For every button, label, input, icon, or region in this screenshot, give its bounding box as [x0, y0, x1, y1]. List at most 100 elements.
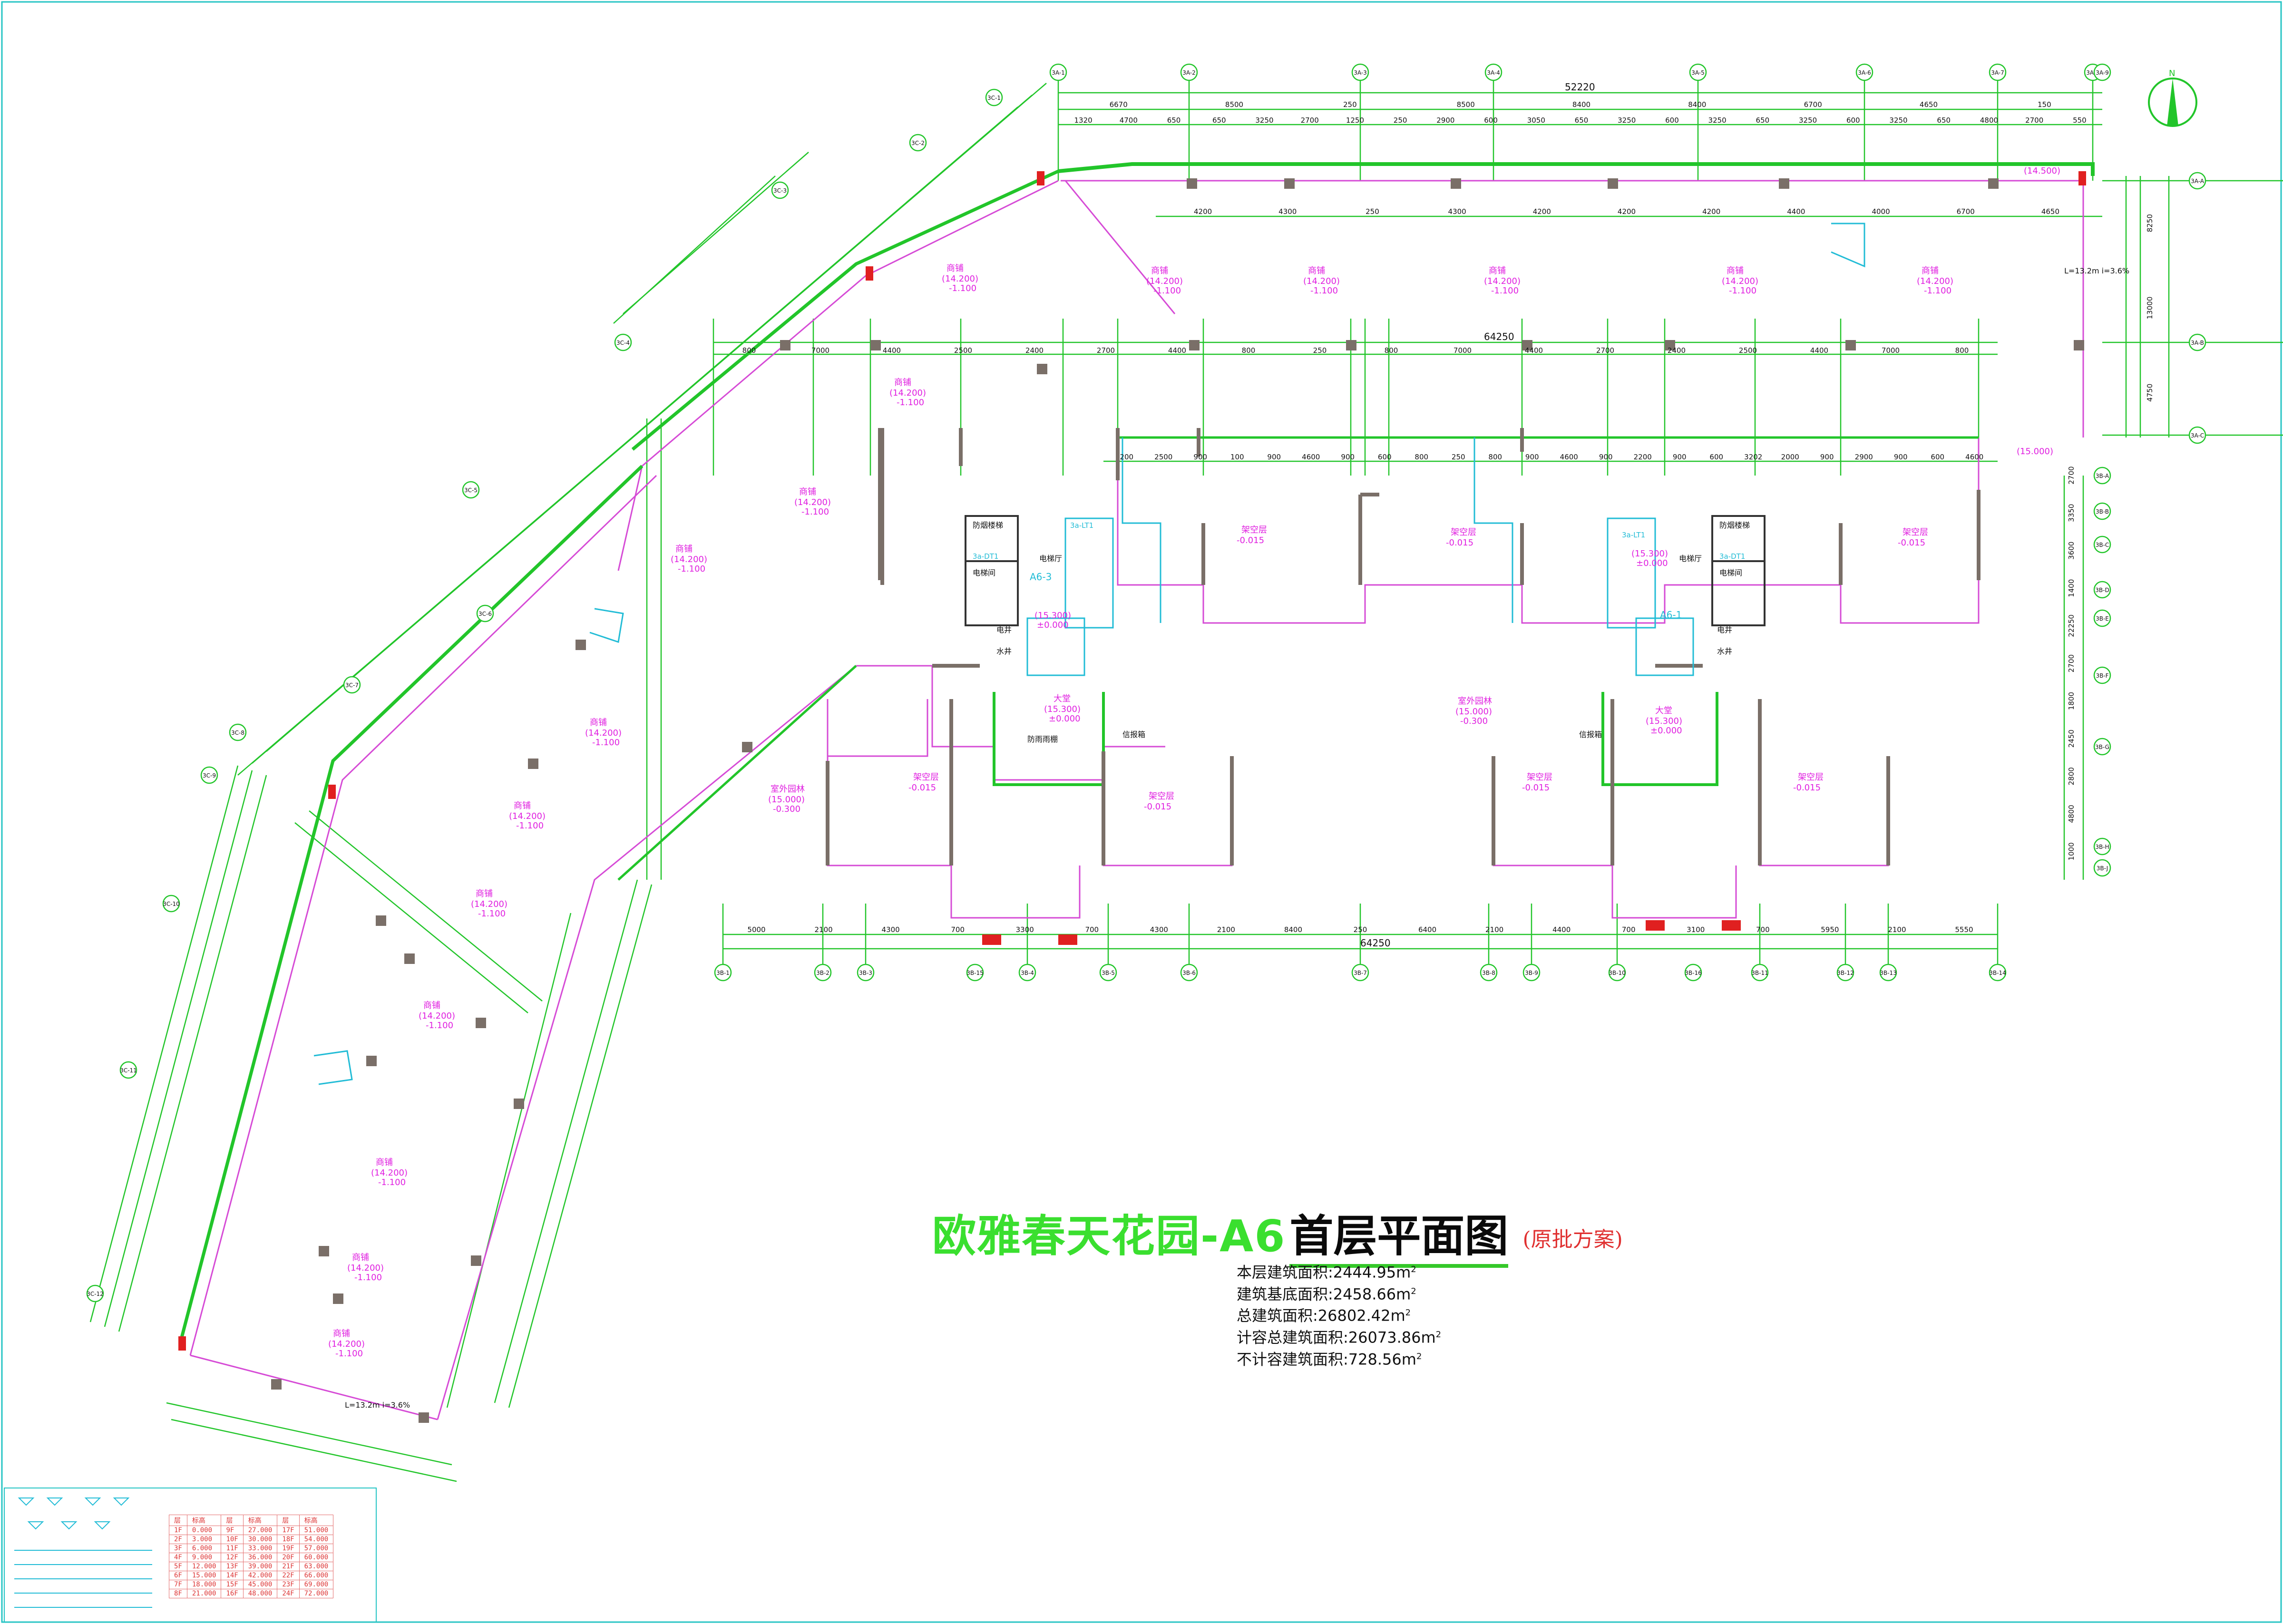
shop-elev: (14.200)	[794, 497, 831, 507]
dim-top-row2: 650	[1575, 116, 1589, 125]
table-cell: 14F	[221, 1571, 244, 1580]
shop-label: 商铺	[799, 487, 816, 497]
table-cell: 21F	[277, 1562, 300, 1571]
void-hall-elev: -0.015	[1793, 783, 1821, 793]
dim-unit-row: 800	[1415, 453, 1428, 461]
axis-bubble-label: 3C-5	[464, 487, 478, 494]
table-cell: 66.000	[299, 1571, 334, 1580]
void-hall-elev: -0.015	[1446, 538, 1473, 548]
axis-bubble-label: 3C-7	[345, 682, 359, 689]
dim-right-lower: 1000	[2067, 842, 2076, 860]
north-arrow-icon: N	[2148, 68, 2197, 127]
dim-right-side: 8250	[2146, 214, 2154, 232]
dim-top-row2: 2700	[2025, 116, 2043, 125]
shop-elev: (14.200)	[671, 554, 707, 564]
dim-unit-row: 900	[1599, 453, 1613, 461]
void-hall-label: 架空层	[1902, 527, 1928, 537]
drawing-title: 欧雅春天花园-A6首层平面图(原批方案)	[932, 1201, 1623, 1268]
dim-top-row2: 650	[1937, 116, 1951, 125]
dim-bottom-row: 4400	[1552, 925, 1571, 934]
table-cell: 69.000	[299, 1580, 334, 1589]
table-cell: 4F	[169, 1553, 187, 1562]
dim-unit-row: 600	[1378, 453, 1392, 461]
table-header-cell: 层	[169, 1515, 187, 1526]
table-cell: 13F	[221, 1562, 244, 1571]
shop-elev: (14.200)	[1146, 276, 1183, 286]
table-cell: 2F	[169, 1535, 187, 1544]
axis-bubble: 3B-14	[1989, 963, 2007, 982]
lobby-rel: ±0.000	[1650, 726, 1682, 736]
axis-bubble: 3B-4	[1018, 963, 1036, 982]
void-hall-label: 架空层	[913, 772, 939, 782]
axis-bubble-label: 3C-3	[773, 187, 787, 194]
table-cell: 27.000	[243, 1526, 278, 1535]
axis-bubble-label: 3C-2	[911, 140, 925, 146]
shop-elev: (14.200)	[889, 388, 926, 398]
dim-bottom-row: 2100	[1217, 925, 1235, 934]
shop-label: 商铺	[946, 263, 964, 273]
dim-right-lower: 2450	[2067, 729, 2076, 748]
dim-top-row1: 150	[2038, 100, 2051, 109]
axis-bubble: 3C-6	[476, 604, 494, 622]
axis-bubble-label: 3A-1	[1052, 69, 1065, 76]
dim-axis-row: 800	[1385, 346, 1398, 355]
dim-right-lower: 4800	[2067, 805, 2076, 823]
area-row: 不计容建筑面积:728.56m2	[1237, 1350, 1422, 1369]
dim-top-row1: 8500	[1457, 100, 1475, 109]
elevator-code: 3a-DT1	[973, 552, 998, 561]
axis-bubble-label: 3B-A	[2096, 473, 2109, 479]
axis-bubble: 3B-J	[2093, 859, 2111, 877]
dim-unit-row: 100	[1230, 453, 1244, 461]
lobby-rel: ±0.000	[1636, 558, 1668, 568]
dim-axis-row: 800	[742, 346, 756, 355]
dim-mid-row: 4000	[1872, 207, 1890, 216]
axis-bubble-label: 3B-J	[2097, 865, 2108, 872]
axis-bubble: 3B-3	[857, 963, 875, 982]
axis-bubble-label: 3A-2	[1182, 69, 1196, 76]
axis-bubble-label: 3A-B	[2191, 340, 2204, 346]
lobby-elev: (15.300)	[1034, 611, 1071, 621]
axis-bubble: 3B-E	[2093, 609, 2111, 627]
dim-top-row2: 4700	[1120, 116, 1138, 125]
axis-bubble: 3B-D	[2093, 581, 2111, 599]
axis-bubble: 3C-7	[343, 676, 361, 694]
dim-unit-row: 2200	[1634, 453, 1652, 461]
dim-axis-row: 2500	[1739, 346, 1757, 355]
table-header-row: 层标高层标高层标高	[169, 1515, 334, 1526]
axis-bubble: 3B-F	[2093, 666, 2111, 684]
garden-elev: (15.000)	[768, 795, 805, 805]
axis-bubble: 3C-2	[909, 134, 927, 152]
axis-bubble-label: 3A-9	[2096, 69, 2109, 76]
axis-bubble-label: 3A-5	[1691, 69, 1705, 76]
door-markers	[178, 171, 2086, 1351]
dim-top-row2: 3050	[1527, 116, 1545, 125]
structural-walls	[826, 428, 1981, 865]
dim-bottom-row: 2100	[1485, 925, 1503, 934]
dim-axis-row: 2400	[1668, 346, 1686, 355]
axis-bubble: 3A-2	[1180, 63, 1198, 81]
axis-bubble-label: 3B-2	[816, 970, 829, 976]
dim-right-lower: 1400	[2067, 579, 2076, 597]
shop-label: 商铺	[1308, 266, 1325, 276]
axis-bubble-label: 3B-5	[1102, 970, 1115, 976]
table-header-cell: 标高	[299, 1515, 334, 1526]
dim-right-lower: 3350	[2067, 504, 2076, 522]
axis-bubble-label: 3A-A	[2191, 178, 2205, 185]
dim-top-row2: 600	[1665, 116, 1679, 125]
stair-code: 3a-LT1	[1622, 531, 1645, 539]
table-cell: 6F	[169, 1571, 187, 1580]
dimension-lines	[89, 71, 2283, 1482]
shop-rel: -1.100	[335, 1349, 363, 1359]
void-hall-elev: -0.015	[1144, 802, 1171, 812]
dim-unit-row: 800	[1488, 453, 1502, 461]
lobby-elev: (15.300)	[1646, 716, 1682, 726]
axis-bubble: 3A-1	[1049, 63, 1067, 81]
shop-elev: (14.200)	[347, 1263, 384, 1273]
table-cell: 11F	[221, 1544, 244, 1553]
axis-bubble-label: 3B-B	[2096, 508, 2109, 515]
title-note: (原批方案)	[1522, 1227, 1623, 1252]
shop-rel: -1.100	[478, 909, 506, 919]
table-cell: 45.000	[243, 1580, 278, 1589]
